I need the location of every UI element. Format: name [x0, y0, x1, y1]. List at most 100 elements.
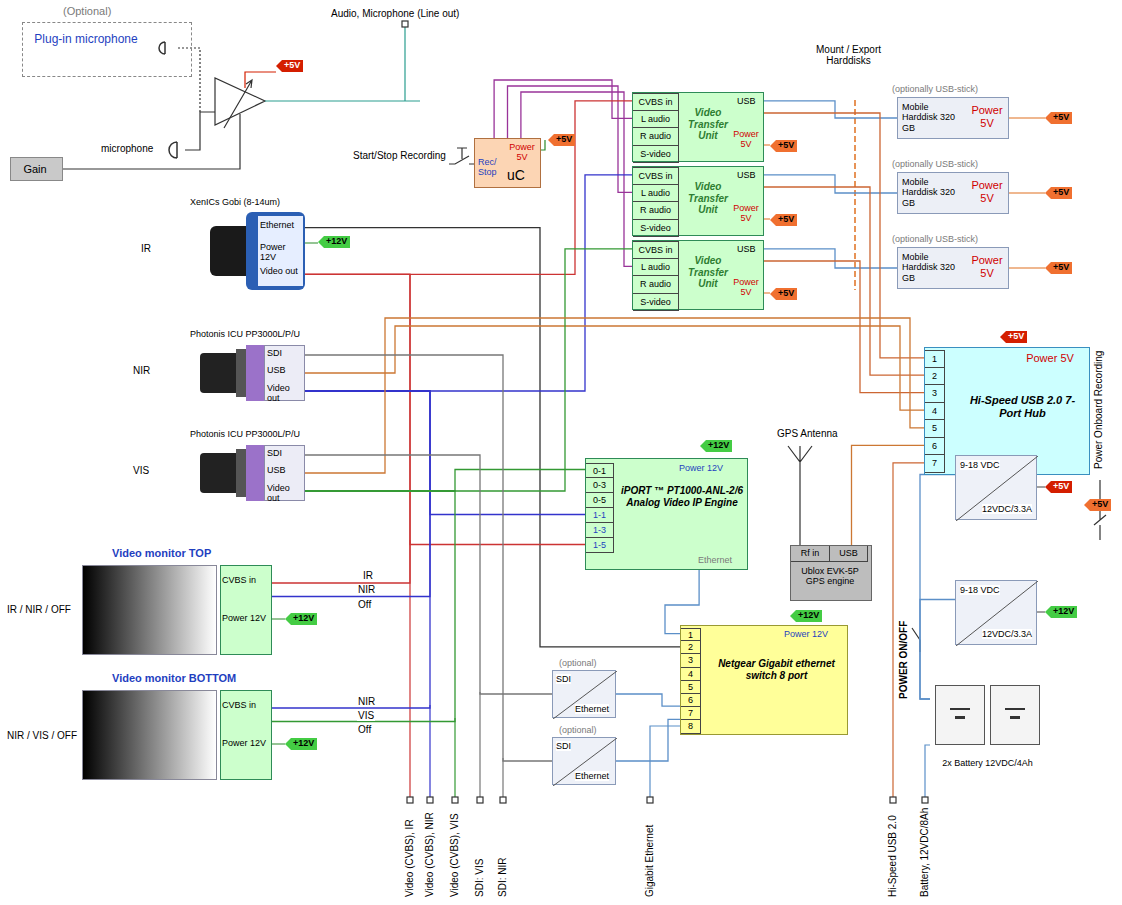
- node-text: Power 5V: [732, 277, 760, 298]
- text-label: NIR: [357, 696, 376, 707]
- text-label: microphone: [100, 143, 154, 154]
- node-text: Video monitor TOP: [112, 547, 211, 560]
- node-text: uC: [507, 167, 537, 183]
- node-text: Rec/ Stop: [478, 157, 508, 178]
- node-text: Power 5V: [507, 142, 537, 163]
- node-box: Photonis ICU PP3000L/P/USDIUSBVideo out: [200, 343, 305, 403]
- node-text: Power 12V: [222, 738, 270, 748]
- node-text: 4: [925, 403, 945, 421]
- wire-connector: [852, 445, 925, 545]
- node-text: USB: [737, 244, 756, 254]
- node-text: Mobile Harddisk 320 GB: [902, 252, 964, 283]
- cell-plate: [1010, 716, 1020, 719]
- node-text: USB: [737, 170, 756, 180]
- text-label: Mount / Export Harddisks: [800, 44, 897, 66]
- text-label: NIR: [132, 365, 151, 376]
- node-text: Video Transfer Unit: [681, 255, 735, 290]
- node-box: (optional)SDIEthernet: [552, 737, 616, 785]
- node-text: Power 5V: [1025, 352, 1075, 365]
- node-text: Ublox EVK-5P GPS engine: [794, 566, 866, 587]
- node-text: 0-3: [586, 478, 614, 493]
- node-text: Power 12V: [260, 242, 302, 263]
- rotated-label: Hi-Speed USB 2.0: [887, 814, 898, 898]
- rotated-label: SDI: NIR: [497, 857, 508, 898]
- wire-connector: [272, 274, 410, 583]
- node-text: Video out: [267, 483, 303, 504]
- power-tag: +5V: [770, 140, 797, 152]
- node-text: S-video: [633, 294, 679, 312]
- node-text: SDI: [267, 448, 303, 458]
- node-box: CVBS inL audioR audioS-videoVideo Transf…: [632, 166, 764, 236]
- video-wire: [429, 705, 430, 800]
- bottom-terminals: [407, 797, 928, 803]
- wire-connector: [920, 475, 955, 700]
- power-tag: +5V: [548, 134, 575, 146]
- wire-connector: [616, 694, 680, 706]
- node-text: 5: [681, 681, 701, 694]
- node-text: Ethernet: [575, 771, 609, 781]
- power-tag: +5V: [1045, 262, 1072, 274]
- text-label: IR / NIR / OFF: [6, 604, 72, 615]
- power-wire: [245, 72, 276, 88]
- node-text: Mobile Harddisk 320 GB: [902, 102, 964, 133]
- wire-connector: [305, 175, 632, 391]
- text-label: GPS Antenna: [776, 428, 839, 439]
- node-text: (optionally USB-stick): [892, 159, 978, 169]
- power-wire: [760, 118, 1045, 293]
- node-text: SDI: [556, 674, 571, 684]
- node-text: Power 12V: [776, 629, 836, 639]
- node-text: (Optional): [63, 5, 111, 18]
- audio-line: [265, 26, 420, 101]
- monitor-screen: [82, 690, 217, 780]
- node-box: 9-18 VDC12VDC/3.3A: [955, 455, 1037, 520]
- node-box: 2x Battery 12VDC/4Ah: [930, 680, 1049, 775]
- wire-connector: [494, 80, 632, 138]
- node-text: (optional): [559, 725, 597, 735]
- node-text: 1-5: [586, 538, 614, 553]
- node-text: R audio: [633, 202, 679, 220]
- cell-plate: [950, 708, 970, 710]
- node-box: (optionally USB-stick)Mobile Harddisk 32…: [897, 172, 1009, 214]
- power-tag: +5V: [1045, 112, 1072, 124]
- text-label: Off: [357, 599, 372, 610]
- rotated-label: Gigabit Ethernet: [644, 824, 655, 898]
- power-tag: +5V: [276, 60, 303, 72]
- node-box: CVBS inL audioR audioS-videoVideo Transf…: [632, 240, 764, 310]
- plugin-wire: [178, 48, 200, 112]
- node-text: CVBS in: [633, 167, 679, 185]
- camera-body: [246, 345, 266, 401]
- node-text: 6: [925, 438, 945, 456]
- power-tag: +12V: [700, 440, 732, 452]
- node-box: Gain: [10, 157, 63, 181]
- power-tag: +5V: [1000, 331, 1027, 343]
- power-tag: +12V: [1045, 606, 1077, 618]
- node-text: Video out: [260, 266, 302, 276]
- battery-cell: [935, 685, 985, 745]
- node-text: Photonis ICU PP3000L/P/U: [190, 429, 300, 439]
- wire-connector: [305, 318, 924, 473]
- microphone-symbol: [159, 42, 177, 158]
- gps-antenna: [788, 446, 812, 545]
- node-text: 6: [681, 694, 701, 707]
- node-text: USB: [830, 546, 868, 562]
- wire-connector: [305, 274, 585, 544]
- lens: [200, 353, 240, 393]
- cell-plate: [955, 716, 965, 719]
- node-text: 3: [925, 385, 945, 403]
- node-text: Netgear Gigabit ethernet switch 8 port: [709, 658, 844, 681]
- power-tag: +12V: [285, 738, 317, 750]
- node-text: Ethernet: [698, 555, 746, 565]
- power-wire: [1037, 487, 1045, 612]
- node-box: Photonis ICU PP3000L/P/USDIUSBVideo out: [200, 443, 305, 503]
- node-text: Video monitor BOTTOM: [112, 672, 236, 685]
- cell-plate: [1005, 708, 1025, 710]
- node-text: 1: [925, 350, 945, 368]
- node-text: 5: [925, 420, 945, 438]
- node-text: Video Transfer Unit: [681, 107, 735, 142]
- node-text: 7: [925, 455, 945, 473]
- node-text: Video Transfer Unit: [681, 181, 735, 216]
- wire-connector: [764, 101, 897, 118]
- node-text: SDI: [556, 741, 571, 751]
- wire-connector: [305, 455, 552, 694]
